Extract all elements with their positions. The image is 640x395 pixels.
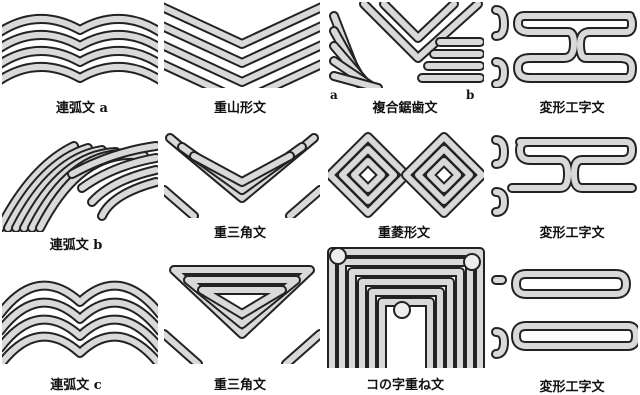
caption-triangles-2: 重三角文	[200, 374, 280, 393]
pattern-diamonds	[328, 132, 484, 218]
dotted-circle	[330, 248, 346, 264]
pattern-triangles-1	[164, 132, 320, 218]
triangle-band	[194, 156, 290, 182]
pattern-renko-b	[2, 132, 158, 232]
triangle-band-fill	[286, 334, 320, 364]
pattern-kouji-3	[490, 262, 638, 372]
dotted-circle	[394, 302, 410, 318]
caption-triangles-1: 重三角文	[200, 222, 280, 241]
caption-renko-c: 連弧文 c	[36, 374, 116, 393]
pattern-kouji-2	[490, 132, 638, 218]
pattern-triangles-2	[164, 264, 320, 364]
pattern-nested-ko	[326, 246, 486, 368]
triangle-band-fill	[164, 334, 198, 364]
kouji-band-fill	[518, 16, 632, 78]
dotted-circle	[464, 254, 480, 270]
corner-label-b: b	[466, 88, 474, 102]
corner-label-a: a	[330, 88, 338, 102]
kouji-band-fill	[516, 274, 626, 294]
caption-kouji-2: 変形工字文	[522, 222, 622, 241]
pattern-renko-c	[2, 264, 158, 364]
triangle-band-fill	[290, 190, 320, 216]
caption-diamonds: 重菱形文	[364, 222, 444, 241]
triangle-band-fill	[164, 190, 194, 216]
pattern-compound-sawtooth	[328, 2, 484, 88]
pattern-renko-a	[2, 2, 158, 88]
caption-compound-sawtooth: 複合鋸歯文	[355, 97, 455, 116]
caption-nested-ko: コの字重ね文	[350, 374, 460, 393]
caption-kouji-3: 変形工字文	[522, 376, 622, 395]
kouji-band-fill	[516, 326, 636, 346]
caption-kouji-1: 変形工字文	[522, 97, 622, 116]
pattern-kouji-1	[490, 2, 638, 88]
caption-chevron-mountains: 重山形文	[200, 97, 280, 116]
caption-renko-a: 連弧文 a	[42, 97, 122, 116]
caption-renko-b: 連弧文 b	[36, 234, 116, 253]
pattern-chevron-mountains	[164, 2, 320, 88]
